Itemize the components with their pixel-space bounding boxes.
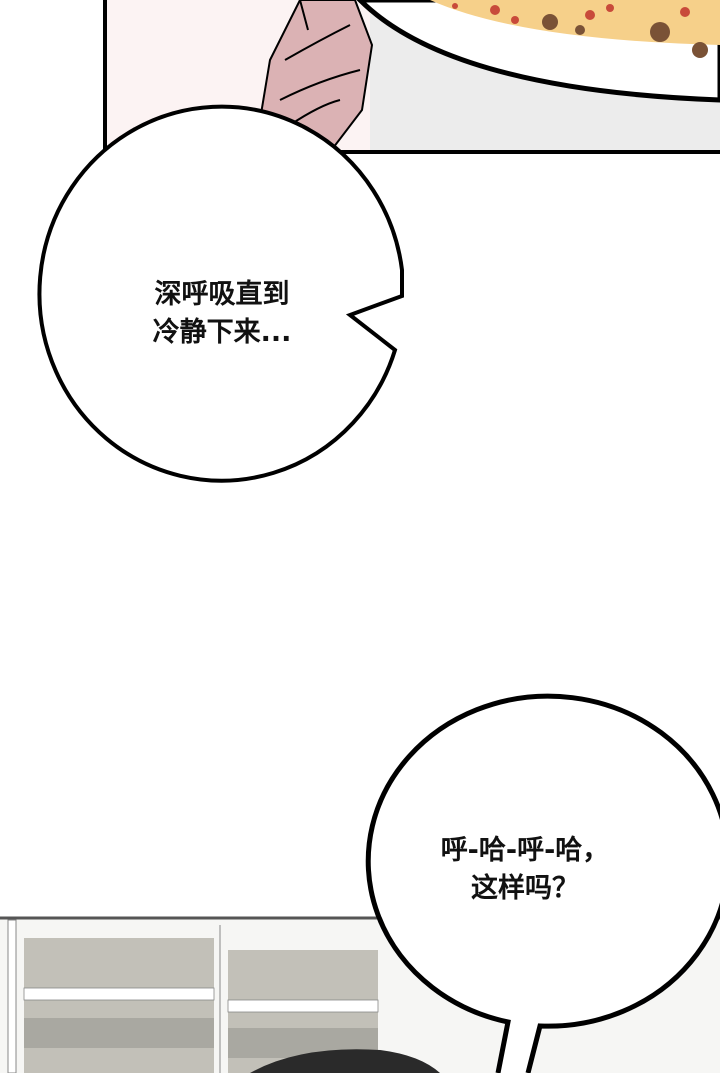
hand xyxy=(253,0,374,154)
speech-bubble-2 xyxy=(365,693,720,1073)
bubble-2-line-1: 呼-哈-呼-哈， xyxy=(440,835,610,866)
bubble-1-line-2: 冷静下来... xyxy=(152,317,292,348)
bubble-2-line-2: 这样吗？ xyxy=(471,873,579,904)
bubble-1-line-1: 深呼吸直到 xyxy=(154,279,290,310)
bubble-1-text: 深呼吸直到 冷静下来... xyxy=(112,276,332,352)
plate xyxy=(356,0,720,103)
top-panel xyxy=(103,0,720,154)
hair xyxy=(250,1049,440,1073)
speech-bubble-1 xyxy=(37,104,404,483)
bubble-2-text: 呼-哈-呼-哈， 这样吗？ xyxy=(405,832,645,908)
